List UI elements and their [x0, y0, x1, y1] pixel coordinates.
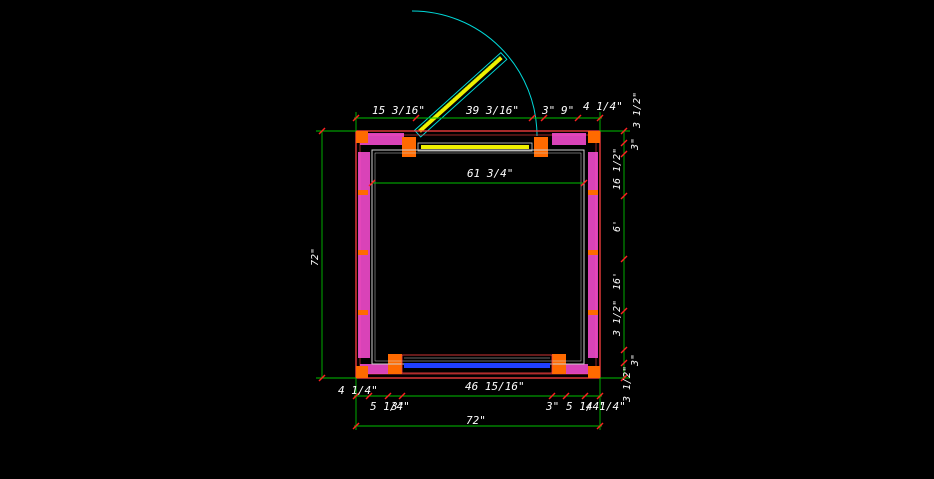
interior-room-outline	[371, 149, 585, 365]
dim-overall-height: 72"	[310, 248, 321, 266]
dimension-labels: 15 3/16" 39 3/16" 3" 9" 4 1/4" 61 3/4" 7…	[310, 92, 643, 427]
dim-bottom-left-a: 4 1/4"	[338, 384, 378, 397]
dim-overall-width: 72"	[466, 414, 486, 427]
dim-top-left: 15 3/16"	[372, 104, 425, 117]
dim-bottom-left-b: 5 1/4"	[370, 400, 410, 413]
dim-top-right-a: 9"	[561, 104, 574, 117]
frame-members	[356, 131, 600, 378]
bottom-opening-panel	[404, 363, 550, 368]
dimension-ticks	[318, 114, 628, 430]
bottom-opening-frame	[401, 354, 553, 374]
insulation-top-left	[360, 133, 404, 145]
dim-right-1: 3 1/2"	[632, 92, 643, 129]
dim-right-4: 6'	[612, 220, 623, 232]
wall-assembly	[355, 130, 601, 379]
dim-bottom-opening: 46 15/16"	[465, 380, 525, 393]
dim-bottom-right-b: 5 1/4"	[566, 400, 606, 413]
outer-wall-outline	[355, 130, 601, 379]
door-threshold	[417, 142, 533, 152]
insulation-bottom-right	[566, 364, 588, 374]
dim-bottom-right-c: 4 1/4"	[586, 400, 626, 413]
dim-right-8: 3 1/2"	[622, 366, 633, 403]
dim-top-door: 39 3/16"	[465, 104, 519, 117]
door-swing-arc-icon	[411, 10, 538, 137]
dim-top-gap: 3"	[541, 104, 555, 117]
dim-right-3: 16 1/2"	[612, 148, 623, 190]
dim-right-6: 3 1/2"	[612, 300, 623, 337]
dim-top-right-b: 4 1/4"	[583, 100, 623, 113]
door-leaf	[413, 51, 508, 138]
dim-right-7: 3"	[630, 354, 641, 367]
insulation-top-right	[552, 133, 586, 145]
dim-bottom-right-a: 3"	[545, 400, 559, 413]
dim-right-2: 3"	[630, 138, 641, 151]
door-swing	[411, 10, 538, 138]
dim-interior-width: 61 3/4"	[467, 167, 513, 180]
dim-right-5: 16'	[612, 272, 623, 290]
dim-bottom-left-c: 3"	[390, 400, 404, 413]
dimension-lines	[316, 112, 630, 430]
insulation-bottom-left	[360, 364, 390, 374]
door-threshold-infill	[421, 145, 529, 149]
